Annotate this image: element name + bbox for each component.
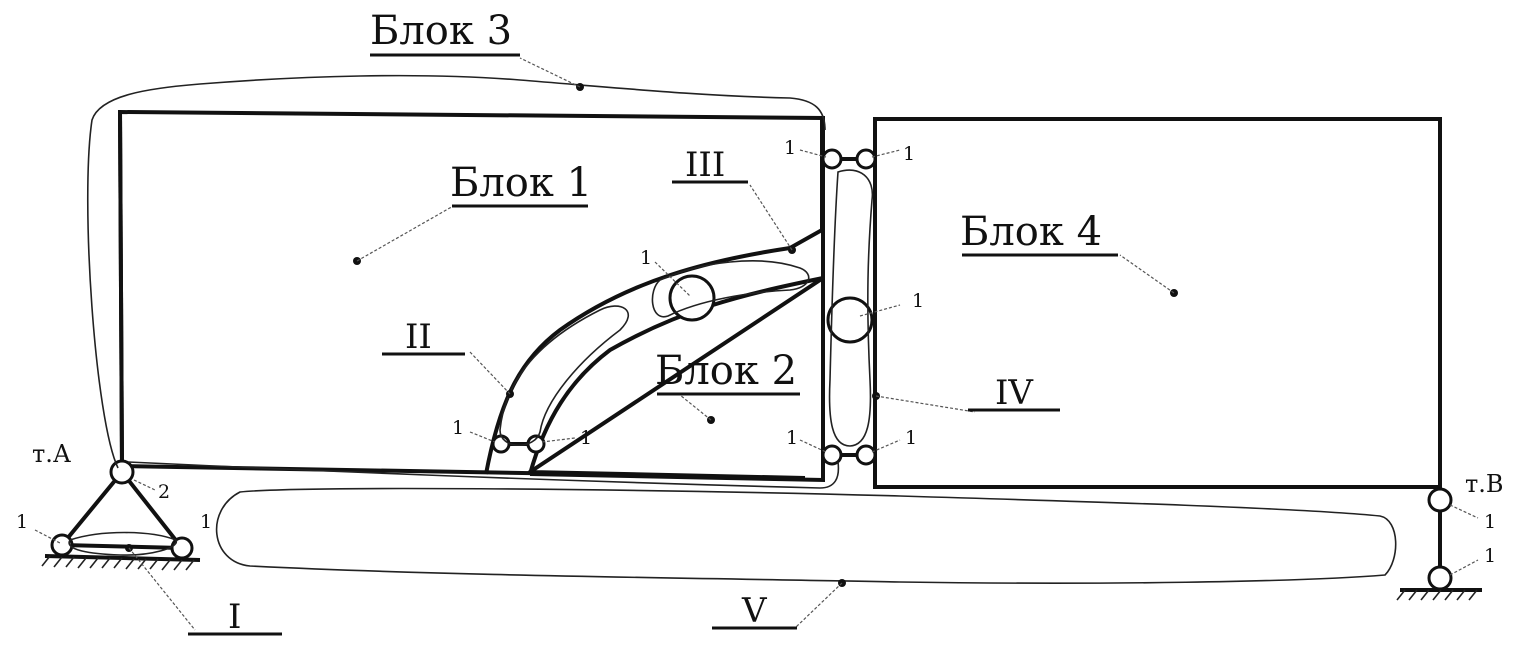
leader-iv — [875, 395, 976, 413]
hinge-b-bottom — [1427, 565, 1453, 591]
leader-v — [794, 582, 843, 629]
hinge-num-channel-right: 1 — [580, 427, 592, 449]
hinge-num-bottom-right: 1 — [905, 427, 917, 449]
label-point-b: т.В — [1465, 470, 1504, 498]
hinge-bottom-right — [855, 444, 877, 466]
leader-channel-left — [469, 431, 496, 443]
contour-i — [68, 531, 177, 556]
hinge-num-channel-disk: 1 — [640, 247, 652, 269]
leader-block-1 — [356, 204, 456, 262]
leader-block-4 — [1119, 254, 1175, 294]
leader-iii — [749, 184, 793, 251]
label-point-a: т.А — [32, 440, 71, 468]
label-roman-i: I — [228, 597, 241, 637]
contour-block-3 — [86, 74, 826, 469]
contour-iv — [828, 169, 874, 447]
hinge-num-a-right: 1 — [200, 511, 212, 533]
leader-ii — [469, 351, 511, 395]
support-a-ground — [44, 554, 201, 562]
leader-hinge-b-bottom — [1449, 559, 1479, 576]
hinge-middle-disk — [826, 296, 874, 344]
support-a-triangle — [57, 468, 187, 551]
hinge-num-top-right: 1 — [903, 143, 915, 165]
leader-hinge-a-top — [133, 479, 156, 491]
label-roman-ii: II — [405, 317, 432, 357]
hinge-num-a-left: 1 — [16, 511, 28, 533]
hinge-num-b-top: 1 — [1484, 511, 1496, 533]
hinge-num-bottom-left: 1 — [786, 427, 798, 449]
hinge-num-top-left: 1 — [784, 137, 796, 159]
leader-i — [128, 547, 196, 631]
label-block-2: Блок 2 — [655, 348, 797, 394]
label-roman-v: V — [741, 591, 768, 631]
leader-hinge-top-left — [799, 149, 827, 158]
leader-channel-disk — [654, 261, 691, 297]
hinge-num-channel-left: 1 — [452, 417, 464, 439]
hinge-channel-disk — [668, 274, 716, 322]
label-roman-iv: IV — [995, 373, 1034, 413]
hinge-channel-left — [491, 434, 511, 454]
contour-block-3-base — [127, 461, 840, 489]
leader-hinge-bottom-right — [871, 439, 901, 453]
hinge-bottom-left — [821, 444, 843, 466]
label-block-3: Блок 3 — [370, 8, 512, 54]
leader-block-3 — [519, 57, 581, 88]
block-1-base — [118, 111, 124, 467]
hinge-num-middle-disk: 1 — [912, 290, 924, 312]
label-roman-iii: III — [685, 145, 725, 185]
contour-ii — [499, 305, 629, 446]
leader-block-2 — [679, 394, 712, 421]
label-block-4: Блок 4 — [960, 209, 1102, 255]
hinge-a-top — [109, 459, 135, 485]
hinge-a-left — [50, 533, 74, 557]
label-block-1: Блок 1 — [450, 160, 592, 206]
support-b-hatching — [1396, 589, 1478, 601]
hinge-b-top — [1427, 487, 1453, 513]
leader-channel-right — [541, 437, 576, 443]
hinge-num-b-bottom: 1 — [1484, 545, 1496, 567]
leader-middle-disk — [859, 304, 901, 317]
hinge-top-left — [821, 148, 843, 170]
leader-hinge-b-top — [1449, 504, 1479, 519]
contour-iii — [651, 260, 810, 318]
hinge-num-a-top: 2 — [158, 481, 170, 503]
block-4-outline — [873, 117, 1442, 489]
hinge-top-right — [855, 148, 877, 170]
hinge-a-right — [170, 536, 194, 560]
contour-v — [215, 487, 1397, 584]
